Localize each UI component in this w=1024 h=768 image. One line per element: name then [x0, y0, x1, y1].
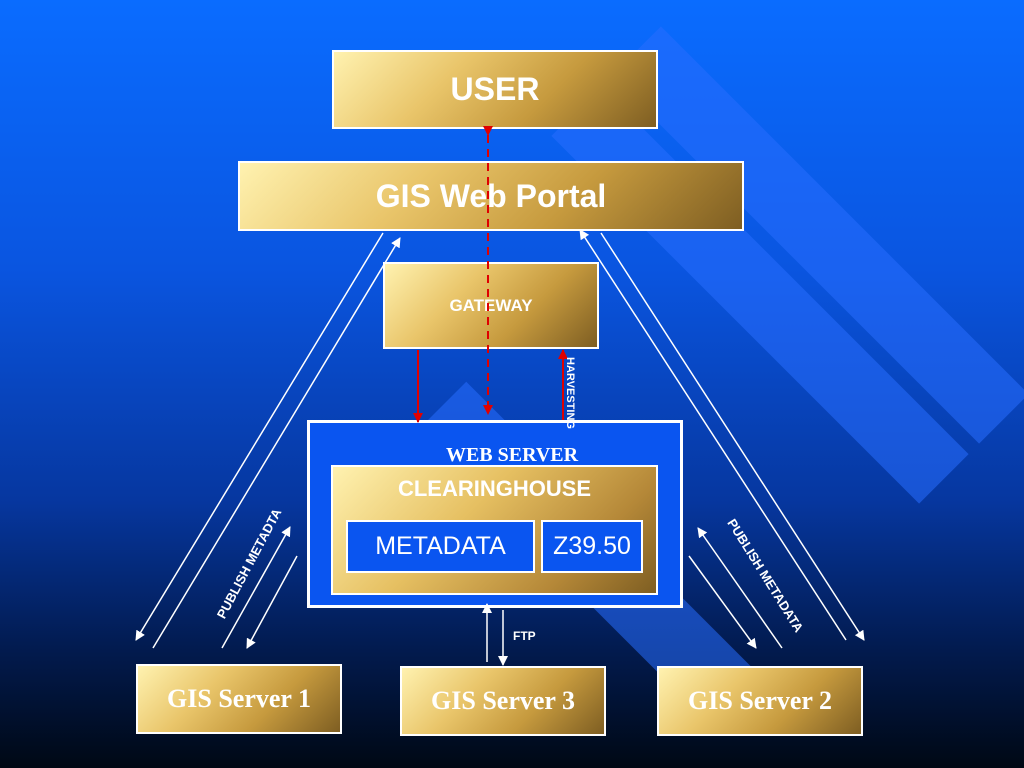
webserver-to-server2-arrow: [688, 555, 757, 649]
metadata-label: METADATA: [375, 532, 506, 560]
portal-to-server2-arrow: [600, 232, 865, 641]
user-box: USER: [332, 50, 658, 129]
z3950-label: Z39.50: [553, 532, 631, 560]
gis-server-3-box: GIS Server 3: [400, 666, 606, 736]
gis-server-1-box: GIS Server 1: [136, 664, 342, 734]
metadata-box: METADATA: [346, 520, 535, 573]
web-server-label: WEB SERVER: [445, 444, 579, 466]
gis-server-3-label: GIS Server 3: [431, 686, 575, 715]
portal-to-server1-arrow: [135, 232, 384, 641]
server2-to-webserver-arrow: [697, 527, 783, 649]
gis-server-2-box: GIS Server 2: [657, 666, 863, 736]
gis-server-2-label: GIS Server 2: [688, 686, 832, 715]
webserver-to-server1-arrow: [246, 555, 298, 649]
server2-to-portal-arrow: [579, 229, 847, 641]
harvesting-label: HARVESTING: [563, 357, 576, 429]
server1-to-webserver-arrow: [221, 526, 291, 649]
ftp-label: FTP: [513, 629, 536, 643]
user-label: USER: [450, 71, 540, 107]
server1-to-portal-arrow: [152, 237, 401, 649]
clearinghouse-label: CLEARINGHOUSE: [397, 476, 592, 501]
z3950-box: Z39.50: [541, 520, 643, 573]
gis-server-1-label: GIS Server 1: [167, 684, 311, 713]
